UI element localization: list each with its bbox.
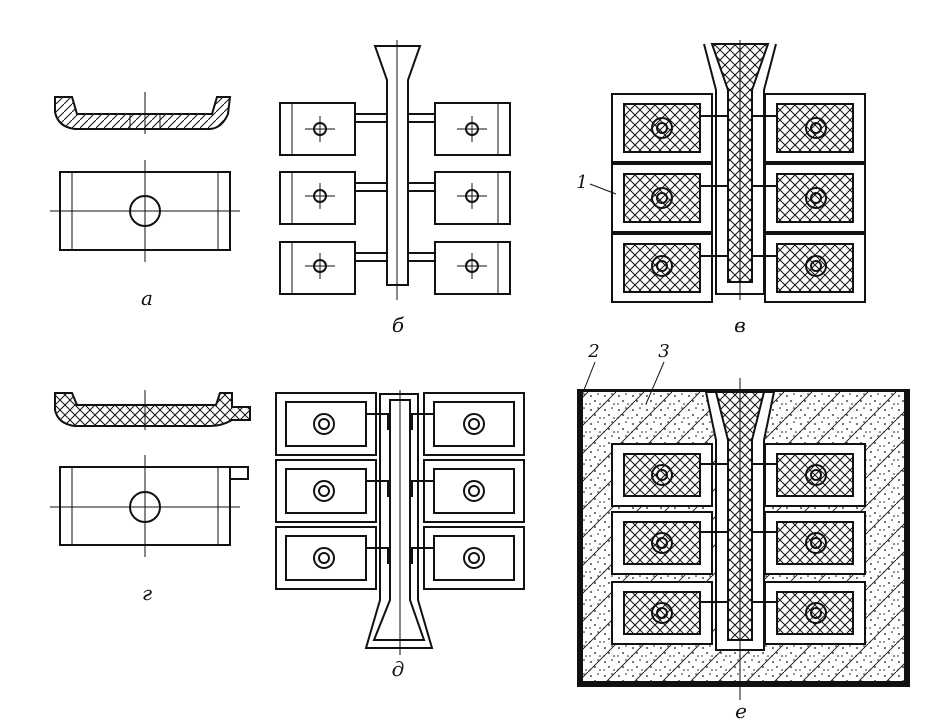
part-a-section [54,96,232,130]
assembly-d: д [275,390,525,681]
part-g-section [54,392,251,427]
pin-marks-d [313,413,485,569]
label-a: а [141,286,153,310]
callout-3: 3 [658,341,669,362]
pin-marks-e [651,464,827,624]
mould-flask-e: 2 3 е [577,341,910,723]
label-v: в [734,313,746,337]
label-e: е [735,699,747,723]
callout-1: 1 [576,172,587,193]
label-b: б [392,313,405,337]
part-a: а [50,92,240,310]
pin-marks-b [305,116,487,279]
coated-assembly-v: 1 в [576,40,866,337]
label-g: г [142,581,152,605]
pattern-assembly-b: б [279,40,511,337]
label-d: д [392,657,405,681]
sprue-d [372,399,426,641]
callout-2: 2 [587,341,599,362]
part-g: г [50,390,251,605]
pin-marks-v [651,117,827,277]
